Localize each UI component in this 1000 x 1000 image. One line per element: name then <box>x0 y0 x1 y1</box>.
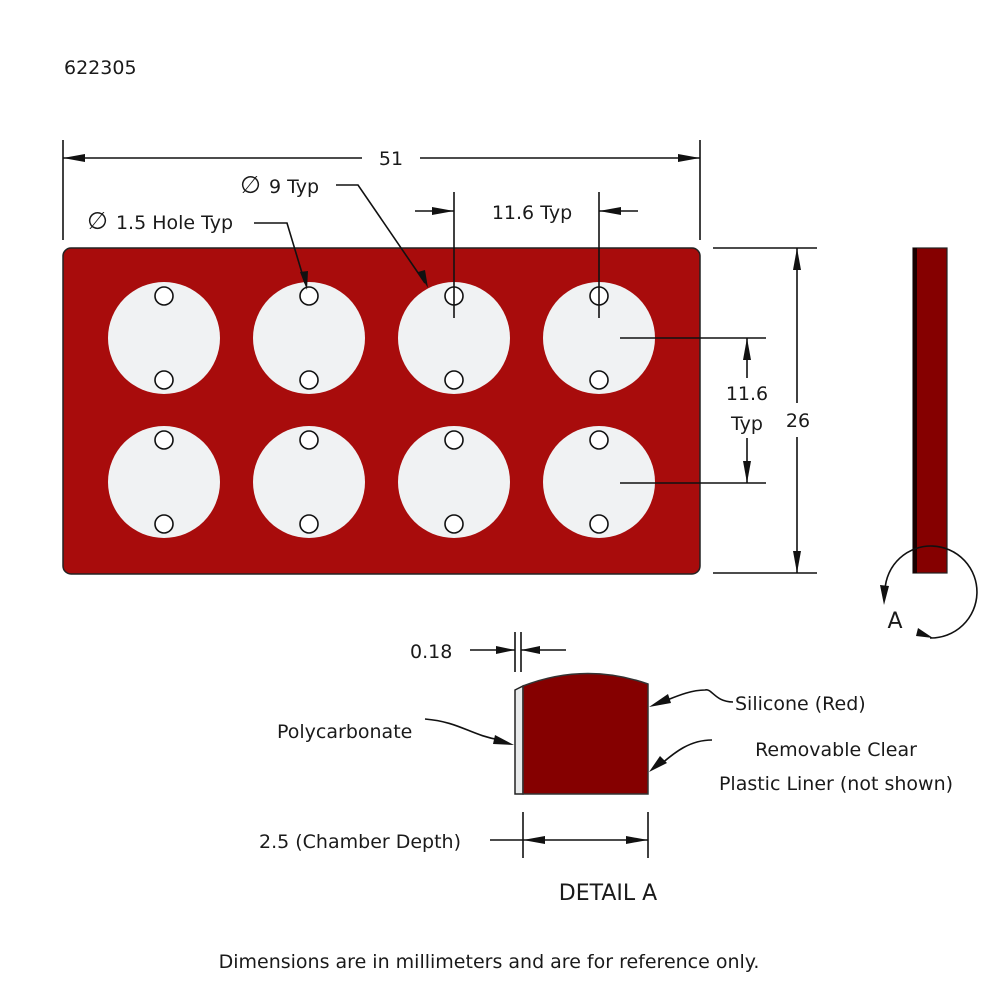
svg-text:∅ 9 Typ: ∅ 9 Typ <box>240 171 319 199</box>
liner-label-line2: Plastic Liner (not shown) <box>719 773 953 795</box>
liner-label-line1: Removable Clear <box>755 739 917 761</box>
well-grid <box>108 282 655 538</box>
well <box>398 426 510 538</box>
vent-hole <box>154 514 174 534</box>
vent-hole <box>299 430 319 450</box>
vent-hole <box>299 286 319 306</box>
polycarbonate-layer <box>514 684 524 795</box>
vent-hole <box>154 370 174 390</box>
part-number: 622305 <box>64 57 137 79</box>
detail-callout-circle <box>884 545 978 639</box>
vent-hole <box>154 430 174 450</box>
vent-hole <box>589 430 609 450</box>
silicone-label: Silicone (Red) <box>735 693 866 715</box>
dimension-overall-width: 51 <box>62 140 701 240</box>
overall-height-label: 26 <box>786 410 810 432</box>
side-silicone <box>912 247 948 574</box>
front-view <box>62 247 701 575</box>
vent-hole <box>589 370 609 390</box>
footer-note: Dimensions are in millimeters and are fo… <box>219 951 760 973</box>
polycarbonate-label: Polycarbonate <box>277 721 412 743</box>
well <box>253 282 365 394</box>
vent-hole <box>444 430 464 450</box>
well <box>543 282 655 394</box>
dimension-horizontal-pitch: 11.6 Typ <box>415 192 638 318</box>
vertical-pitch-suffix: Typ <box>730 413 763 435</box>
detail-a-title: DETAIL A <box>559 881 657 906</box>
vertical-pitch-value: 11.6 <box>726 383 768 405</box>
vent-hole <box>444 514 464 534</box>
well <box>543 426 655 538</box>
well <box>253 426 365 538</box>
detail-a: 0.18 Polycarbonate Silicone (Red) Remova… <box>259 632 953 906</box>
vent-hole <box>444 370 464 390</box>
silicone-plate <box>62 247 701 575</box>
vent-hole <box>589 514 609 534</box>
well <box>108 426 220 538</box>
vent-hole <box>154 286 174 306</box>
vent-hole <box>299 514 319 534</box>
silicone-layer <box>522 672 649 795</box>
horizontal-pitch-label: 11.6 Typ <box>492 202 572 224</box>
detail-callout-label: A <box>887 609 902 634</box>
svg-text:∅ 1.5 Hole Typ: ∅ 1.5 Hole Typ <box>87 207 233 235</box>
diameter-symbol: ∅ <box>240 171 261 199</box>
well-diameter-label: 9 Typ <box>269 176 319 198</box>
dimension-overall-height: 26 <box>713 247 817 574</box>
well <box>108 282 220 394</box>
dimension-hole-diameter: ∅ 1.5 Hole Typ <box>87 207 308 290</box>
diameter-symbol: ∅ <box>87 207 108 235</box>
chamber-depth-label: 2.5 (Chamber Depth) <box>259 831 461 853</box>
vent-hole <box>299 370 319 390</box>
hole-diameter-label: 1.5 Hole Typ <box>116 212 233 234</box>
dimension-well-diameter: ∅ 9 Typ <box>240 171 428 288</box>
liner-thickness-label: 0.18 <box>410 641 452 663</box>
overall-width-label: 51 <box>379 148 403 170</box>
side-view: A <box>880 247 978 639</box>
dimension-vertical-pitch: 11.6 Typ <box>620 337 768 484</box>
well <box>398 282 510 394</box>
side-polycarbonate-edge <box>913 248 917 573</box>
